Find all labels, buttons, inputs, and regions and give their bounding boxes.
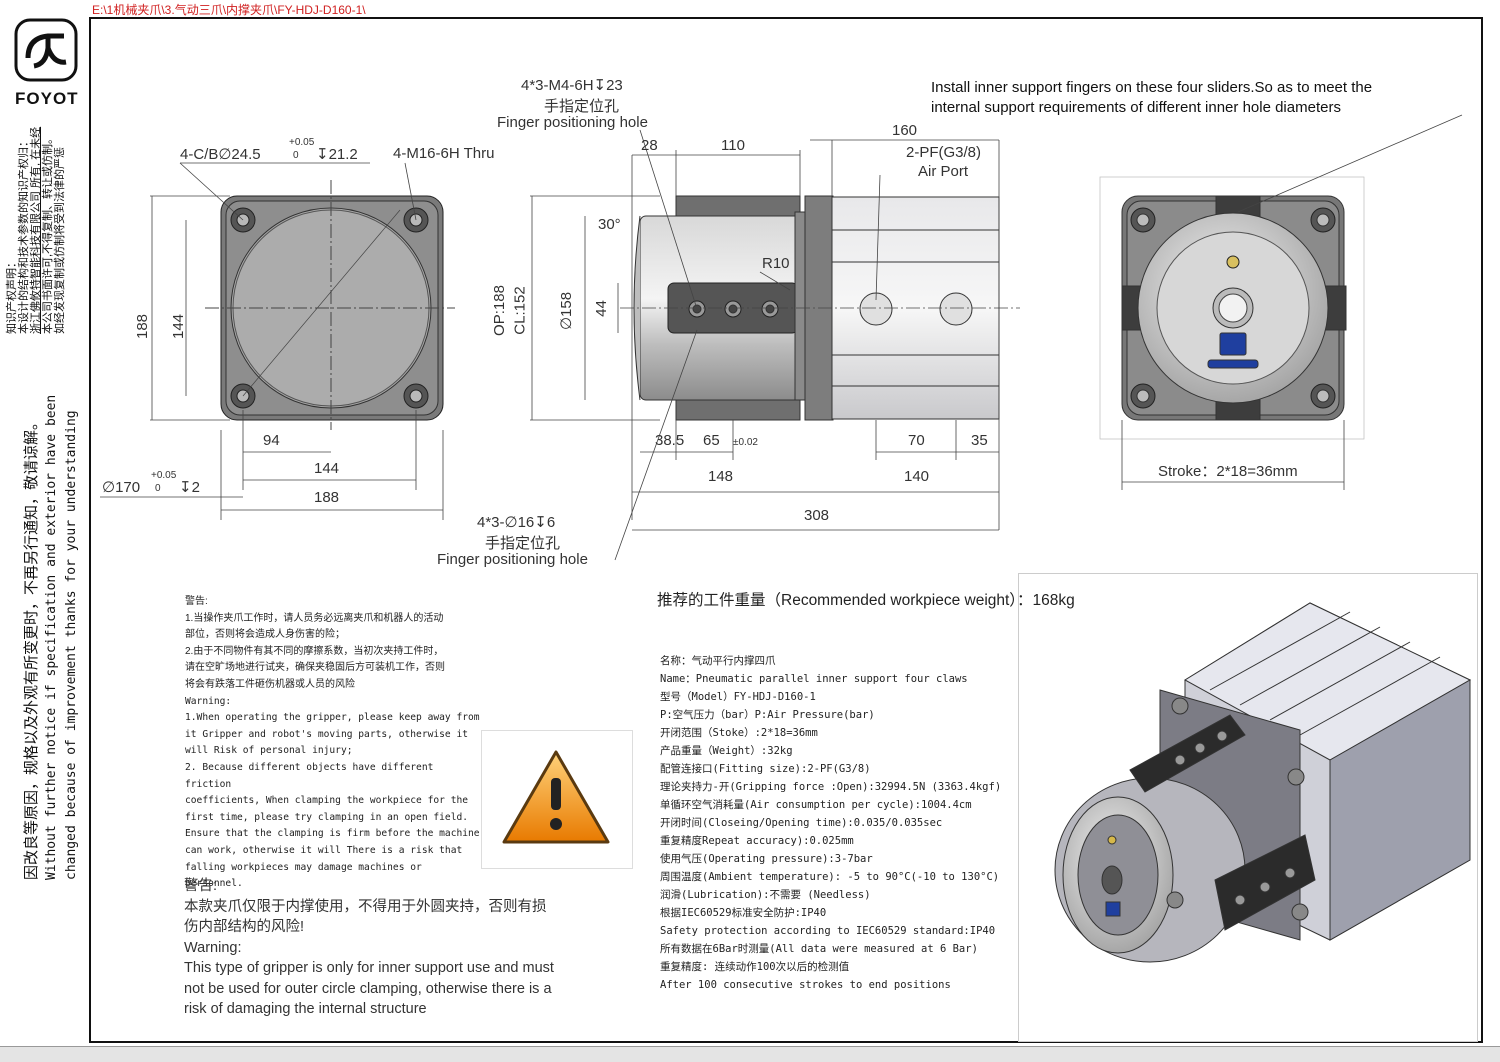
- dim-140: 140: [904, 468, 930, 485]
- pin-hole-dim: 4*3-∅16↧6: [477, 514, 556, 531]
- dim-65: 65: [703, 432, 720, 449]
- dia-158: ∅158: [558, 291, 576, 331]
- dia-170-depth: ↧2: [179, 479, 200, 496]
- dim-94: 94: [263, 432, 280, 449]
- dim-188: 188: [314, 489, 340, 506]
- dim-44: 44: [592, 300, 610, 317]
- iso-view-frame: [1018, 573, 1478, 1042]
- side-view: [530, 129, 1020, 561]
- thread-dim: 4-M16-6H Thru: [393, 145, 495, 162]
- counterbore-tol-zero: 0: [293, 150, 299, 161]
- spec-line: 型号（Model）FY-HDJ-D160-1: [660, 691, 816, 703]
- dim-38-5: 38.5: [655, 432, 685, 449]
- spec-line: 所有数据在6Bar时测量(All data were measured at 6…: [660, 943, 978, 955]
- finger-hole-zh: 手指定位孔: [544, 98, 620, 115]
- dim-28: 28: [641, 137, 658, 154]
- dim-35: 35: [971, 432, 988, 449]
- dim-148: 148: [708, 468, 734, 485]
- angle-30: 30°: [598, 216, 621, 233]
- end-view: [1099, 114, 1463, 490]
- front-view: [100, 162, 455, 520]
- recommended-weight: 推荐的工件重量（Recommended workpiece weight）：16…: [657, 592, 1075, 609]
- spec-line: 周围温度(Ambient temperature): -5 to 90°C(-1…: [660, 871, 1000, 883]
- spec-line: 开闭范围（Stoke）:2*18=36mm: [660, 727, 818, 739]
- dim-110: 110: [721, 137, 745, 154]
- spec-line: 名称：气动平行内撑四爪: [660, 655, 776, 667]
- m4-thread-dim: 4*3-M4-6H↧23: [521, 77, 623, 94]
- foyot-logo-icon: [14, 18, 78, 82]
- warning-triangle-icon: [502, 750, 610, 844]
- finger-hole-en-2: Finger positioning hole: [437, 551, 588, 568]
- spec-line: 配管连接口(Fitting size):2-PF(G3/8): [660, 763, 871, 775]
- dim-308: 308: [804, 507, 830, 524]
- spec-line: P:空气压力（bar）P:Air Pressure(bar): [660, 709, 875, 721]
- spec-line: Safety protection according to IEC60529 …: [660, 925, 996, 937]
- counterbore-depth: ↧21.2: [316, 146, 358, 163]
- port-dim: 2-PF(G3/8): [906, 144, 982, 161]
- dia-170-tol: +0.05: [151, 470, 177, 481]
- spec-line: 重复精度: 连续动作100次以后的检测值: [660, 961, 850, 973]
- warning-icon-box: [481, 730, 633, 869]
- file-path: E:\1机械夹爪\3.气动三爪\内撑夹爪\FY-HDJ-D160-1\: [92, 3, 366, 17]
- drawing-frame: [89, 17, 1483, 1043]
- dim-65-tol: ±0.02: [733, 437, 758, 448]
- dim-144: 144: [314, 460, 340, 477]
- install-note: Install inner support fingers on these f…: [931, 79, 1373, 116]
- spec-line: 开闭时间(Closeing/Opening time):0.035/0.035s…: [660, 817, 943, 829]
- spec-line: 产品重量（Weight）:32kg: [660, 745, 793, 757]
- dim-160: 160: [892, 122, 918, 139]
- counterbore-dim: 4-C/B∅24.5: [180, 146, 261, 163]
- height-144: 144: [170, 313, 188, 340]
- dia-170-tol-zero: 0: [155, 483, 161, 494]
- height-188: 188: [134, 313, 152, 340]
- spec-line: 重复精度Repeat accuracy):0.025mm: [660, 835, 854, 847]
- counterbore-tol: +0.05: [289, 137, 315, 148]
- bottom-strip: [0, 1046, 1500, 1062]
- open-dim: OP:188: [490, 285, 508, 336]
- dim-70: 70: [908, 432, 925, 449]
- iso-view: [1054, 602, 1472, 963]
- air-port-label: Air Port: [918, 163, 969, 180]
- dia-170: ∅170: [102, 479, 141, 496]
- finger-hole-zh-2: 手指定位孔: [485, 535, 561, 552]
- spec-line: 理论夹持力-开(Gripping force :Open):32994.5N (…: [660, 781, 1002, 793]
- spec-line: 单循环空气消耗量(Air consumption per cycle):1004…: [660, 799, 972, 811]
- finger-hole-en: Finger positioning hole: [497, 114, 648, 131]
- warning-block: 警告: 1.当操作夹爪工作时，请人员务必远离夹爪和机器人的活动 部位，否则将会造…: [185, 596, 480, 890]
- spec-line: 使用气压(Operating pressure):3-7bar: [660, 853, 873, 865]
- inner-support-warning: 警告: 本款夹爪仅限于内撑使用，不得用于外圆夹持，否则有损伤内部结构的风险! W…: [184, 878, 554, 1017]
- close-dim: CL:152: [511, 286, 529, 335]
- spec-line: 润滑(Lubrication):不需要 (Needless): [660, 889, 871, 901]
- stroke-dim: Stroke：2*18=36mm: [1158, 463, 1298, 480]
- spec-line: 根据IEC60529标准安全防护:IP40: [660, 907, 827, 919]
- spec-line: After 100 consecutive strokes to end pos…: [660, 979, 951, 991]
- radius-r10: R10: [762, 255, 790, 272]
- brand-name: FOYOT: [15, 89, 79, 108]
- spec-line: Name：Pneumatic parallel inner support fo…: [660, 673, 968, 685]
- spec-list: 名称：气动平行内撑四爪 Name：Pneumatic parallel inne…: [660, 652, 1001, 994]
